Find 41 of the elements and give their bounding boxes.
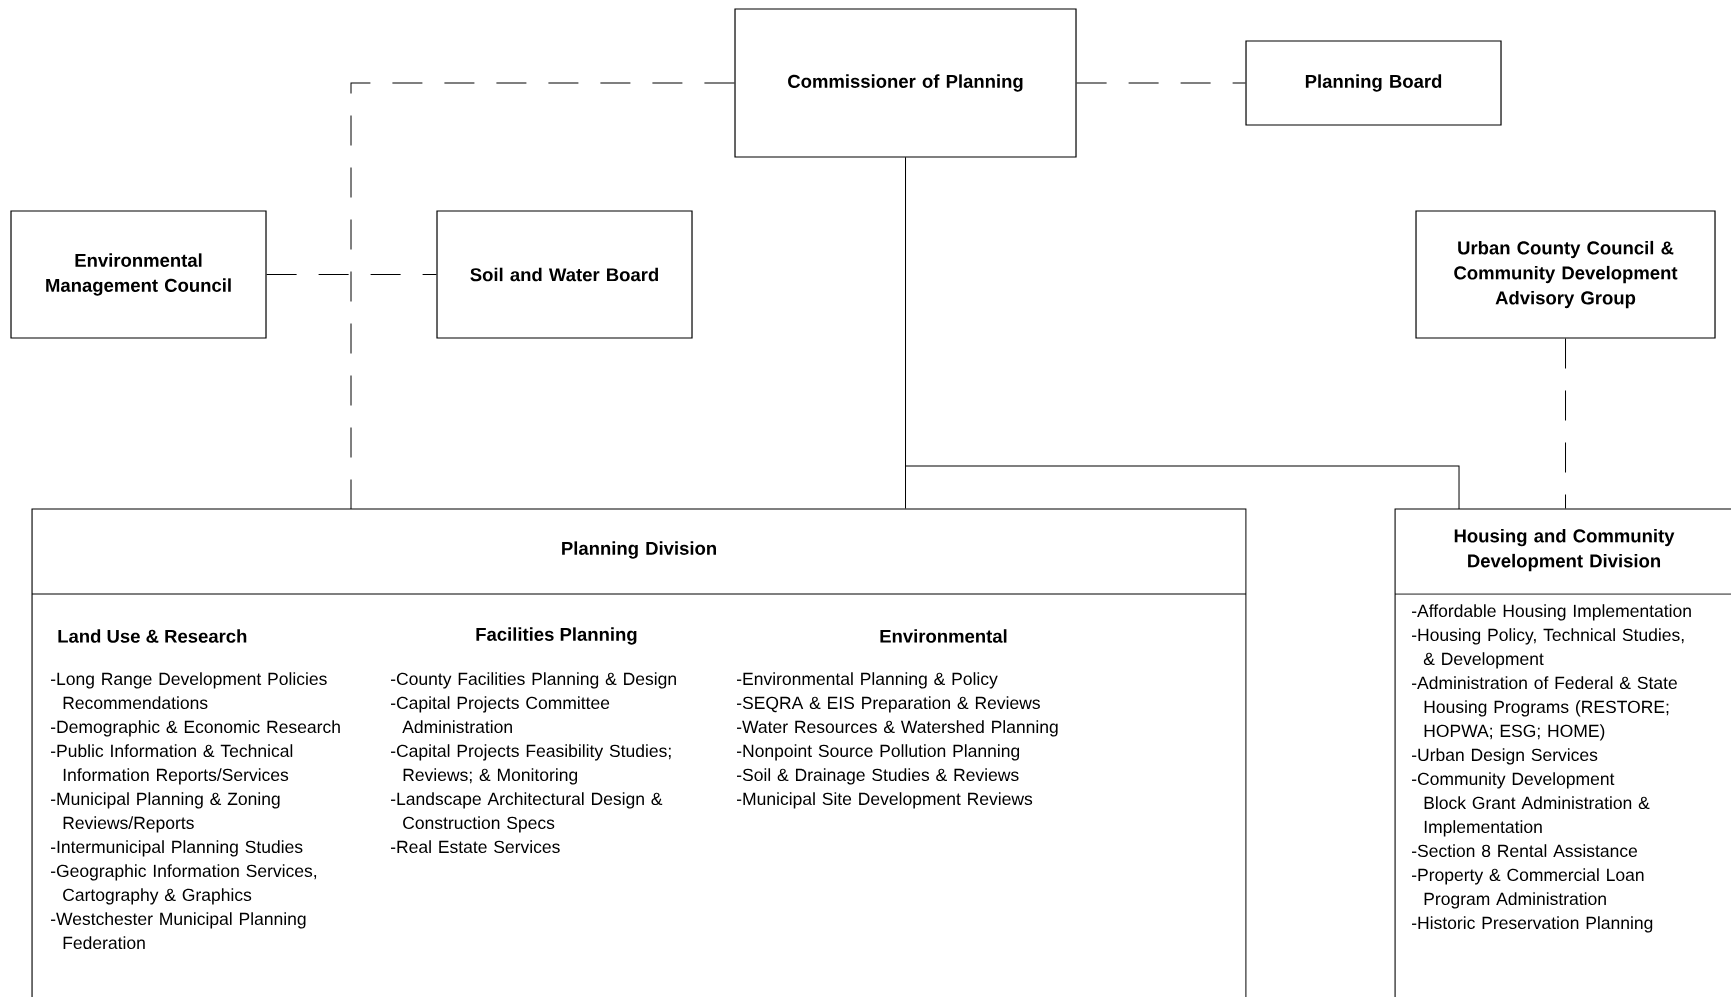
list-item: -Public Information & Technical Information Reports/Services	[51, 744, 293, 785]
list-item: -Geographic Information Services, Cartography & Graphics	[51, 864, 317, 905]
list-item: -Municipal Site Development Reviews	[737, 792, 1033, 809]
connector-line	[1076, 82, 1246, 84]
list-item: -Community Development Block Grant Administration & Implementation	[1412, 772, 1650, 837]
org-box: Environmental Management Council	[10, 210, 267, 339]
list-item: -Nonpoint Source Pollution Planning	[737, 744, 1020, 761]
list-item: -SEQRA & EIS Preparation & Reviews	[737, 696, 1040, 713]
division-heading: Housing and Community Development Division	[1454, 528, 1675, 572]
connector-line	[266, 274, 437, 275]
list-item: -Administration of Federal & State Housing Programs (RESTORE; HOPWA; ESG; HOME)	[1412, 676, 1677, 741]
list-item: -Municipal Planning & Zoning Reviews/Reports	[51, 792, 280, 833]
section-heading: Facilities Planning	[476, 627, 637, 645]
list-item: -Affordable Housing Implementation	[1412, 604, 1691, 621]
list-item: -Westchester Municipal Planning Federation	[51, 912, 306, 950]
org-box: Soil and Water Board	[436, 210, 693, 339]
list-item: -Water Resources & Watershed Planning	[737, 720, 1058, 737]
list-item: -Historic Preservation Planning	[1412, 916, 1653, 933]
list-item: -Housing Policy, Technical Studies, & Development	[1412, 628, 1684, 669]
org-box: Planning Board	[1245, 40, 1502, 126]
list-item: -Long Range Development Policies Recommendations	[51, 672, 327, 710]
list-item: -Urban Design Services	[1412, 748, 1598, 765]
org-box: Commissioner of Planning	[734, 8, 1077, 158]
list-item: -Capital Projects Committee Administration	[391, 696, 610, 734]
list-item: -Property & Commercial Loan Program Administration	[1412, 868, 1644, 909]
section-heading: Environmental	[880, 629, 1007, 643]
org-box: Urban County Council & Community Development Advisory Group	[1415, 210, 1716, 339]
list-item: -Landscape Architectural Design & Construction Specs	[391, 792, 663, 833]
list-item: -Intermunicipal Planning Studies	[51, 840, 303, 857]
list-item: -Capital Projects Feasibility Studies; Reviews; & Monitoring	[391, 744, 671, 785]
division-heading: Planning Division	[562, 541, 716, 559]
connector-line	[905, 157, 1460, 510]
connector-line	[350, 82, 735, 510]
list-item: -County Facilities Planning & Design	[391, 672, 676, 689]
list-item: -Section 8 Rental Assistance	[1412, 844, 1638, 858]
connector-line	[1565, 338, 1566, 509]
list-item: -Demographic & Economic Research	[51, 720, 340, 737]
list-item: -Soil & Drainage Studies & Reviews	[737, 768, 1019, 785]
list-item: -Real Estate Services	[391, 840, 560, 854]
list-item: -Environmental Planning & Policy	[737, 672, 998, 689]
section-heading: Land Use & Research	[58, 629, 247, 643]
